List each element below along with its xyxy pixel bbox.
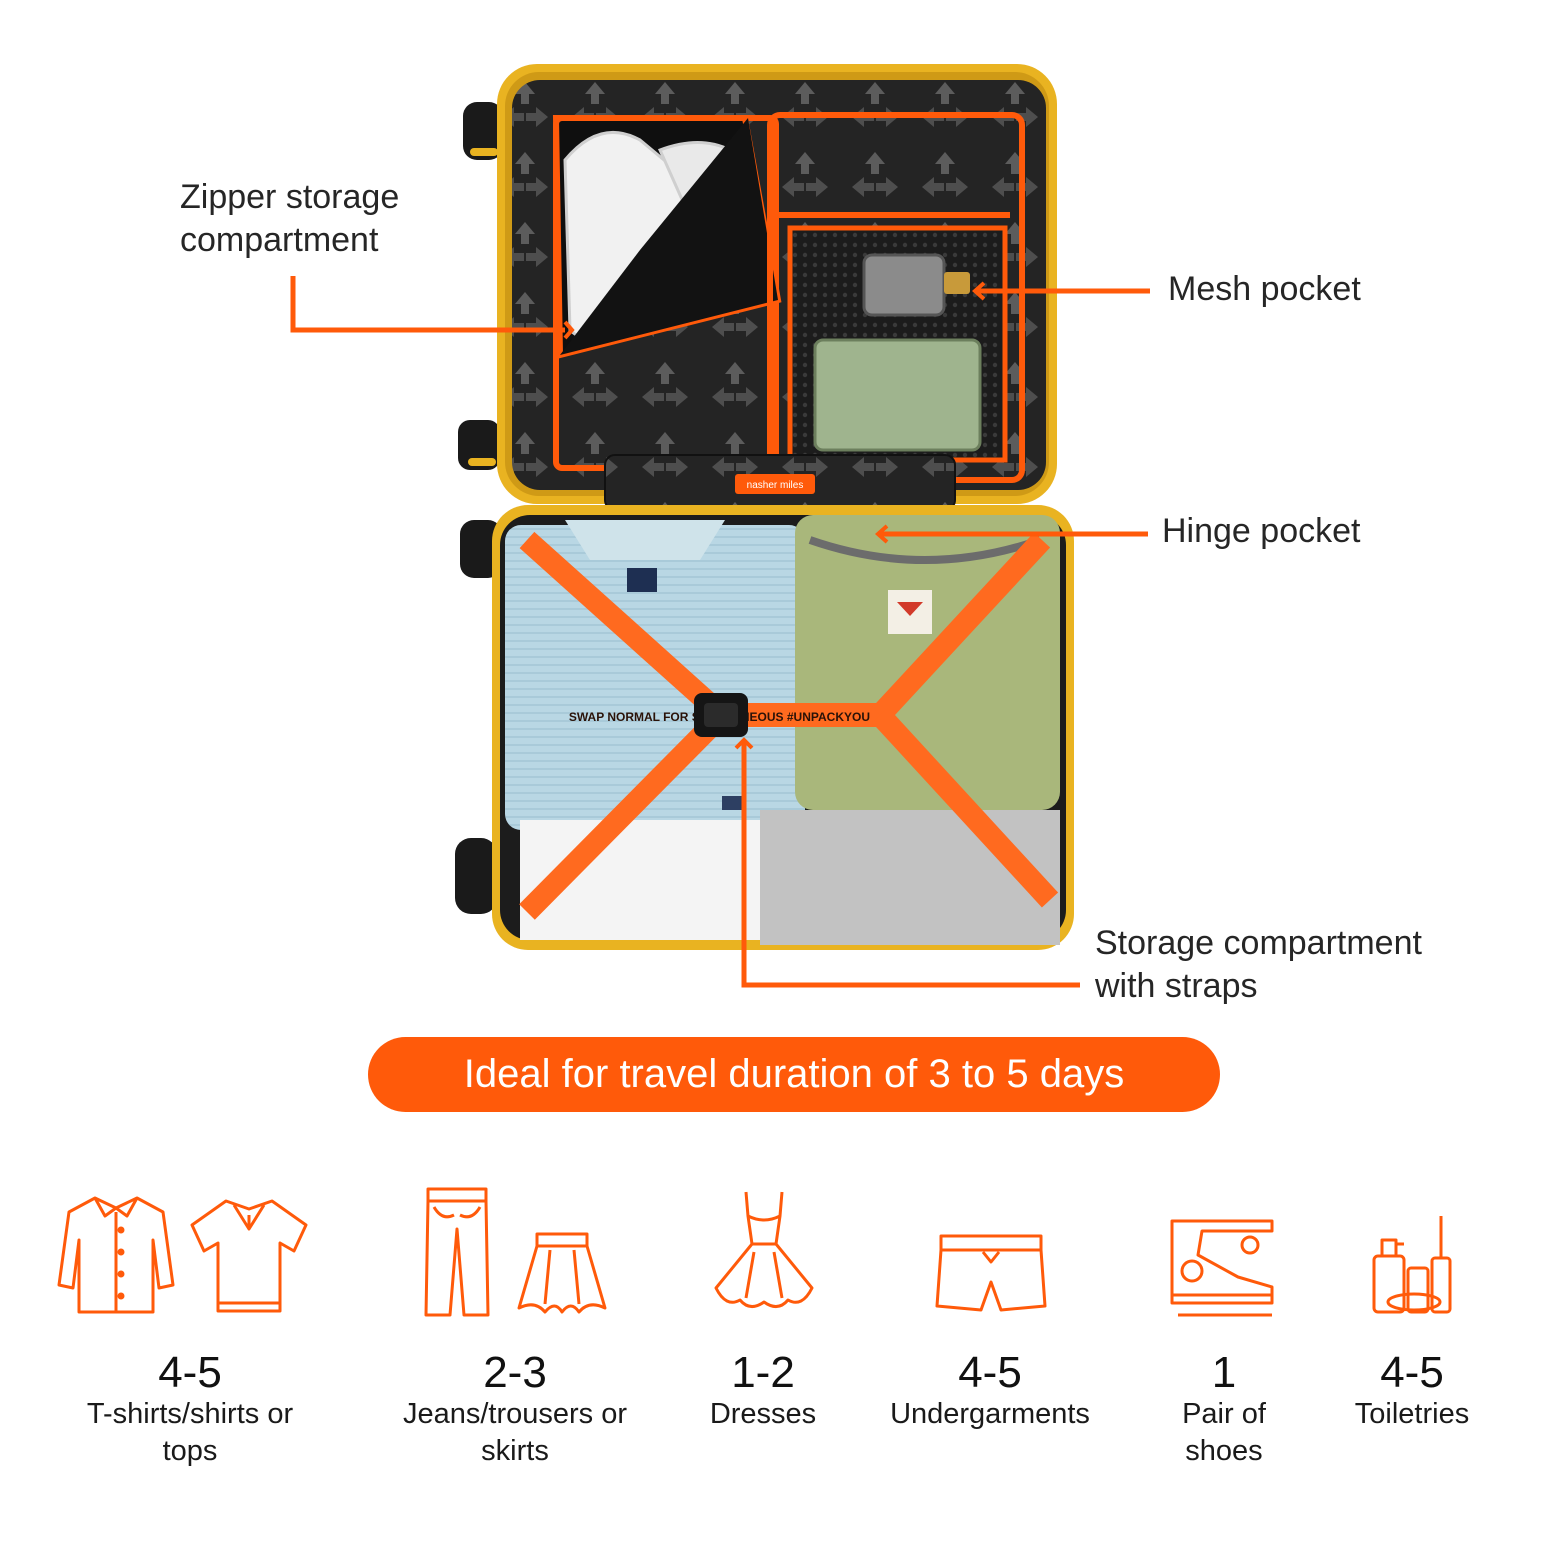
- skirt-icon: [517, 1232, 607, 1314]
- capacity-item-undergarments: 4-5 Undergarments: [890, 1348, 1090, 1431]
- callout-mesh-pocket: Mesh pocket: [1168, 270, 1361, 308]
- capacity-item-toiletries: 4-5 Toiletries: [1354, 1348, 1470, 1431]
- open-suitcase-illustration: nasher miles SWAP NORMAL FOR SPONTANEOUS…: [290, 64, 1150, 988]
- polo-tshirt-icon: [190, 1199, 308, 1313]
- callout-lines: [290, 276, 1150, 988]
- compression-straps: SWAP NORMAL FOR SPONTANEOUS #UNPACKYOU: [519, 531, 1059, 920]
- dress-icon: [714, 1191, 814, 1308]
- callout-hinge-pocket: Hinge pocket: [1162, 512, 1361, 550]
- sneakers-icon: [1170, 1219, 1274, 1317]
- shorts-icon: [935, 1234, 1047, 1312]
- callout-storage-straps: Storage compartment with straps: [1095, 924, 1422, 1005]
- wheel-icon: [455, 102, 503, 914]
- brand-tag-text: nasher miles: [747, 480, 804, 491]
- jeans-icon: [424, 1187, 490, 1317]
- callout-zipper-storage: Zipper storage compartment: [180, 178, 400, 259]
- shirt-icon: [57, 1196, 175, 1314]
- toiletries-icon: [1372, 1216, 1452, 1314]
- travel-duration-banner: Ideal for travel duration of 3 to 5 days: [368, 1037, 1220, 1112]
- capacity-item-dresses: 1-2 Dresses: [709, 1348, 817, 1431]
